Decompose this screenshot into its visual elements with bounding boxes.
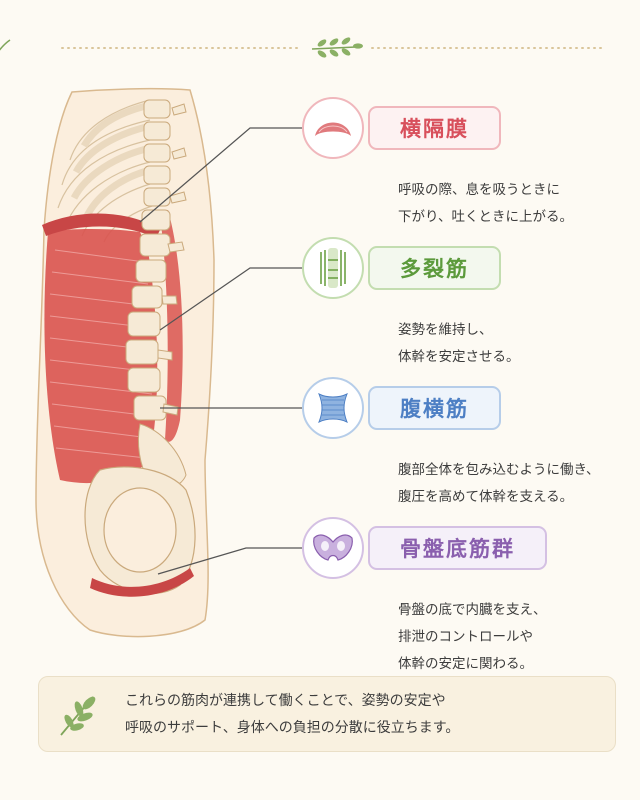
header-divider: [0, 37, 605, 58]
transversus-abdominis-icon: [318, 392, 348, 424]
diaphragm-icon: [315, 122, 351, 136]
transversus-abdominis-icon-circle: [302, 377, 364, 439]
pelvic-floor-muscle: [90, 568, 194, 597]
muscle-description-multifidus: 姿勢を維持し、 体幹を安定させる。: [398, 317, 520, 371]
description-line: 腹部全体を包み込むように働き、: [398, 462, 600, 478]
muscle-name-transversus-abdominis: 腹横筋: [368, 386, 501, 430]
muscle-name-label: 骨盤底筋群: [400, 537, 515, 561]
muscle-description-diaphragm: 呼吸の際、息を吸うときに 下がり、吐くときに上がる。: [398, 177, 573, 231]
muscle-name-label: 多裂筋: [400, 257, 469, 281]
muscle-name-diaphragm: 横隔膜: [368, 106, 501, 150]
summary-text: これらの筋肉が連携して働くことで、姿勢の安定や 呼吸のサポート、身体への負担の分…: [125, 688, 459, 742]
transversus-abdominis-muscle: [44, 229, 158, 484]
summary-box: これらの筋肉が連携して働くことで、姿勢の安定や 呼吸のサポート、身体への負担の分…: [38, 676, 616, 752]
diaphragm-icon-circle: [302, 97, 364, 159]
muscle-name-label: 腹横筋: [400, 397, 469, 421]
description-line: 呼吸の際、息を吸うときに: [398, 182, 560, 198]
description-line: 腹圧を高めて体幹を支える。: [398, 489, 574, 505]
description-line: 姿勢を維持し、: [398, 322, 493, 338]
rib-cage: [57, 99, 153, 243]
muscle-name-pelvic-floor: 骨盤底筋群: [368, 526, 547, 570]
muscle-description-pelvic-floor: 骨盤の底で内臓を支え、 排泄のコントロールや 体幹の安定に関わる。: [398, 597, 547, 678]
description-line: 体幹の安定に関わる。: [398, 656, 533, 672]
summary-line: これらの筋肉が連携して働くことで、姿勢の安定や: [125, 693, 446, 709]
leader-lines: [139, 127, 304, 575]
summary-line: 呼吸のサポート、身体への負担の分散に役立ちます。: [125, 720, 460, 736]
diaphragm-muscle: [42, 213, 160, 238]
muscle-description-transversus-abdominis: 腹部全体を包み込むように働き、 腹圧を高めて体幹を支える。: [398, 457, 600, 511]
description-line: 下がり、吐くときに上がる。: [398, 209, 573, 225]
description-line: 骨盤の底で内臓を支え、: [398, 602, 547, 618]
description-line: 排泄のコントロールや: [398, 629, 533, 645]
pelvis: [84, 466, 196, 594]
pelvic-floor-icon: [313, 534, 353, 561]
muscle-name-multifidus: 多裂筋: [368, 246, 501, 290]
description-line: 体幹を安定させる。: [398, 349, 520, 365]
muscle-name-label: 横隔膜: [400, 117, 469, 141]
leaf-sprig-icon: [60, 696, 96, 736]
sprig-icon: [311, 37, 363, 58]
multifidus-icon: [320, 248, 346, 288]
multifidus-icon-circle: [302, 237, 364, 299]
pelvic-floor-icon-circle: [302, 517, 364, 579]
